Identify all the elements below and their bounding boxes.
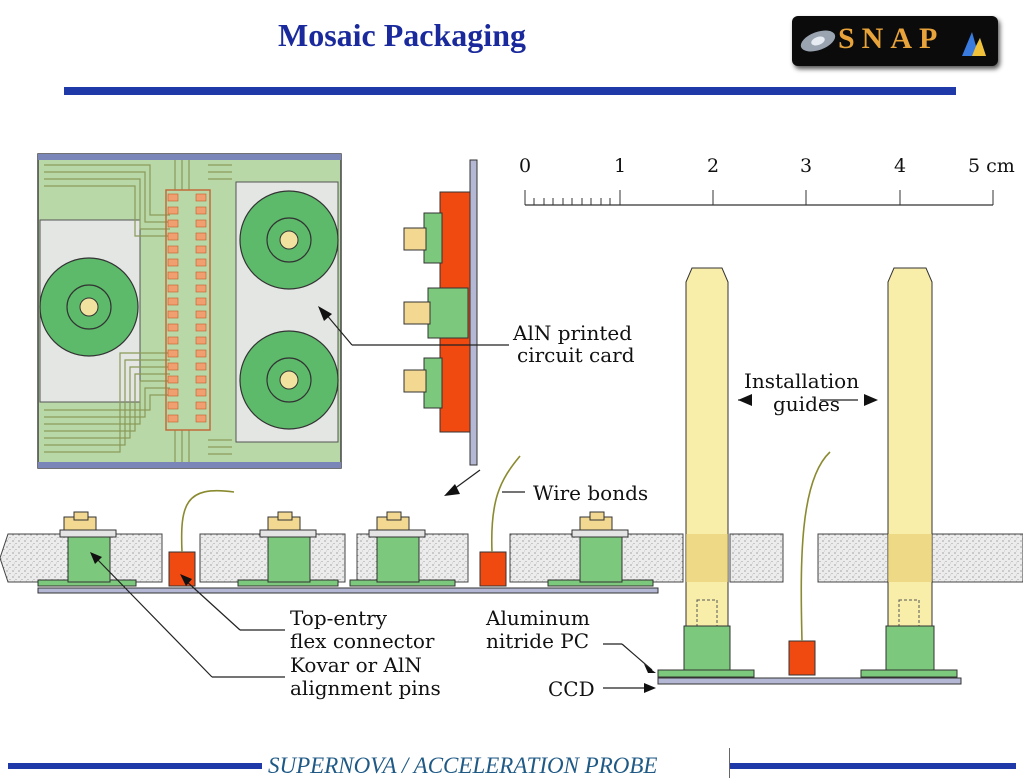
label-kovar-1: Kovar or AlN (290, 653, 422, 677)
flex-connectors (168, 451, 831, 676)
scale-bar: 0 1 2 3 4 5 cm (519, 155, 1015, 206)
label-aluminum-2: nitride PC (486, 629, 589, 653)
label-aln-card-2: circuit card (517, 343, 635, 367)
label-installation-2: guides (773, 392, 840, 416)
scale-tick-1: 1 (614, 155, 626, 177)
slide-title: Mosaic Packaging (278, 17, 526, 53)
title-rule (64, 87, 956, 95)
pin-pad-right-top (239, 190, 339, 290)
installation-guides (657, 267, 962, 685)
logo-text: SNAP (838, 22, 945, 55)
footer-rule-left (8, 763, 262, 769)
pcb-top-view (37, 153, 342, 469)
scale-tick-2: 2 (707, 155, 719, 177)
spectrum-icon (962, 32, 986, 56)
label-top-entry-1: Top-entry (290, 606, 388, 630)
footer-divider (729, 748, 730, 778)
label-aln-card-1: AlN printed (512, 321, 632, 345)
scale-tick-4: 4 (894, 155, 906, 177)
pin-pad-right-bottom (239, 330, 339, 430)
alignment-pins (59, 511, 629, 583)
label-wire-bonds: Wire bonds (533, 481, 648, 505)
galaxy-icon (800, 30, 836, 52)
pin-pad-left (39, 257, 139, 357)
label-top-entry-2: flex connector (290, 629, 435, 653)
scale-tick-0: 0 (519, 155, 531, 177)
footer-text: SUPERNOVA / ACCELERATION PROBE (268, 753, 658, 778)
snap-logo: SNAP (792, 16, 998, 66)
pcb-side-view (403, 159, 478, 466)
substrate-band (0, 533, 1023, 594)
diagram-labels: AlN printed circuit card Installation gu… (290, 321, 859, 701)
label-ccd: CCD (548, 677, 595, 701)
scale-tick-3: 3 (800, 155, 812, 177)
label-installation-1: Installation (744, 369, 859, 393)
footer-rule-right (730, 763, 1016, 769)
label-kovar-2: alignment pins (290, 676, 441, 700)
scale-tick-5: 5 cm (968, 155, 1015, 177)
label-aluminum-1: Aluminum (485, 606, 590, 630)
